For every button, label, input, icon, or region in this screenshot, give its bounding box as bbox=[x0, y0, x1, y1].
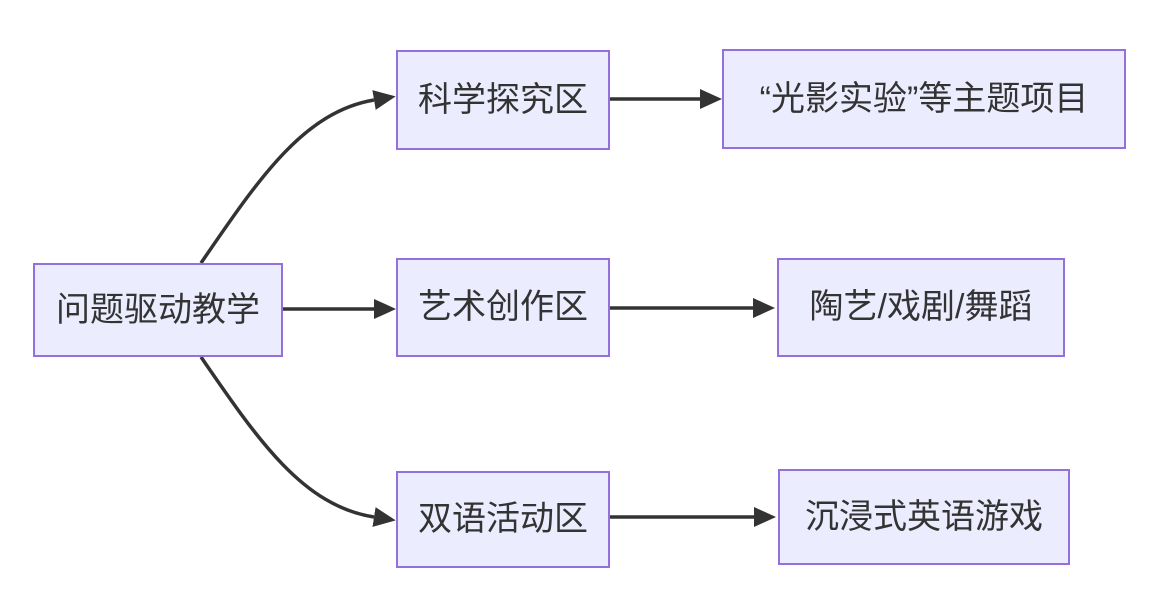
node-label: 沉浸式英语游戏 bbox=[805, 497, 1043, 536]
node-immersive-english-games: 沉浸式英语游戏 bbox=[778, 469, 1070, 565]
node-science-exploration-area: 科学探究区 bbox=[396, 50, 610, 150]
edge-root-to-bilingual bbox=[199, 356, 396, 527]
node-label: 问题驱动教学 bbox=[56, 290, 260, 329]
node-label: 艺术创作区 bbox=[418, 288, 588, 327]
node-light-shadow-experiment-projects: “光影实验”等主题项目 bbox=[722, 49, 1126, 149]
node-label: “光影实验”等主题项目 bbox=[759, 79, 1089, 118]
node-bilingual-activity-area: 双语活动区 bbox=[396, 471, 610, 568]
node-label: 科学探究区 bbox=[418, 80, 588, 119]
node-label: 双语活动区 bbox=[418, 500, 588, 539]
node-label: 陶艺/戏剧/舞蹈 bbox=[809, 288, 1033, 327]
node-problem-driven-teaching: 问题驱动教学 bbox=[33, 263, 283, 357]
node-pottery-drama-dance: 陶艺/戏剧/舞蹈 bbox=[777, 258, 1065, 357]
node-art-creation-area: 艺术创作区 bbox=[396, 258, 610, 357]
edge-root-to-science bbox=[199, 90, 396, 264]
